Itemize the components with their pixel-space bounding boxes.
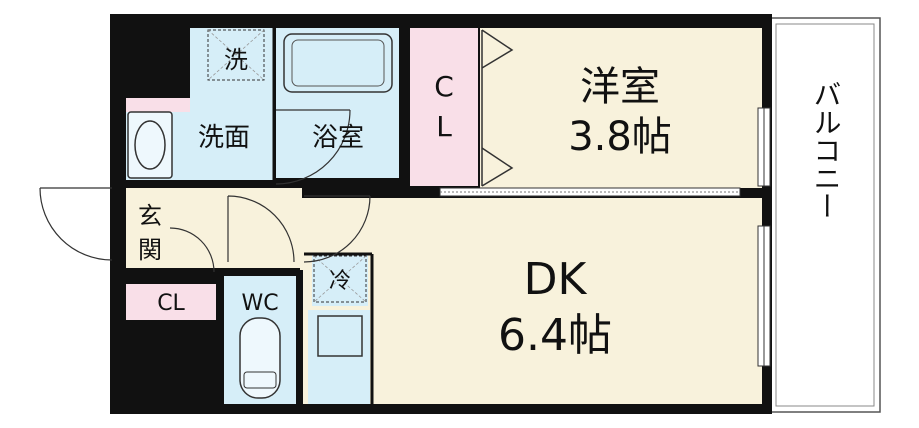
bath-label: 浴室 bbox=[312, 123, 364, 153]
closet-small-label: CL bbox=[157, 291, 185, 316]
dk-room-name: DK bbox=[524, 254, 588, 305]
entrance-area bbox=[126, 196, 170, 268]
laundry-area bbox=[190, 28, 274, 112]
closet-small bbox=[126, 284, 216, 320]
balcony-label: バルコニー bbox=[810, 80, 843, 220]
dk-room bbox=[300, 198, 762, 404]
balcony-area bbox=[769, 17, 881, 413]
fridge-space bbox=[312, 254, 368, 306]
entrance-label-bottom: 関 bbox=[138, 236, 162, 264]
toilet-icon bbox=[239, 317, 281, 399]
bathtub bbox=[283, 33, 393, 93]
dk-room-size: 6.4帖 bbox=[498, 310, 612, 361]
laundry-pan bbox=[207, 29, 265, 81]
fridge-label: 冷 bbox=[329, 269, 351, 294]
toilet-label: WC bbox=[241, 291, 278, 316]
western-room-size: 3.8帖 bbox=[568, 114, 672, 160]
closet-tall-label-bottom: L bbox=[436, 110, 452, 143]
closet-tall-label-top: C bbox=[434, 70, 454, 103]
entrance-label-top: 玄 bbox=[138, 202, 162, 230]
laundry-label: 洗 bbox=[224, 46, 248, 74]
closet-tall bbox=[410, 28, 478, 186]
western-room-name: 洋室 bbox=[580, 64, 660, 110]
washroom-label: 洗面 bbox=[198, 123, 250, 153]
western-room bbox=[480, 28, 762, 188]
